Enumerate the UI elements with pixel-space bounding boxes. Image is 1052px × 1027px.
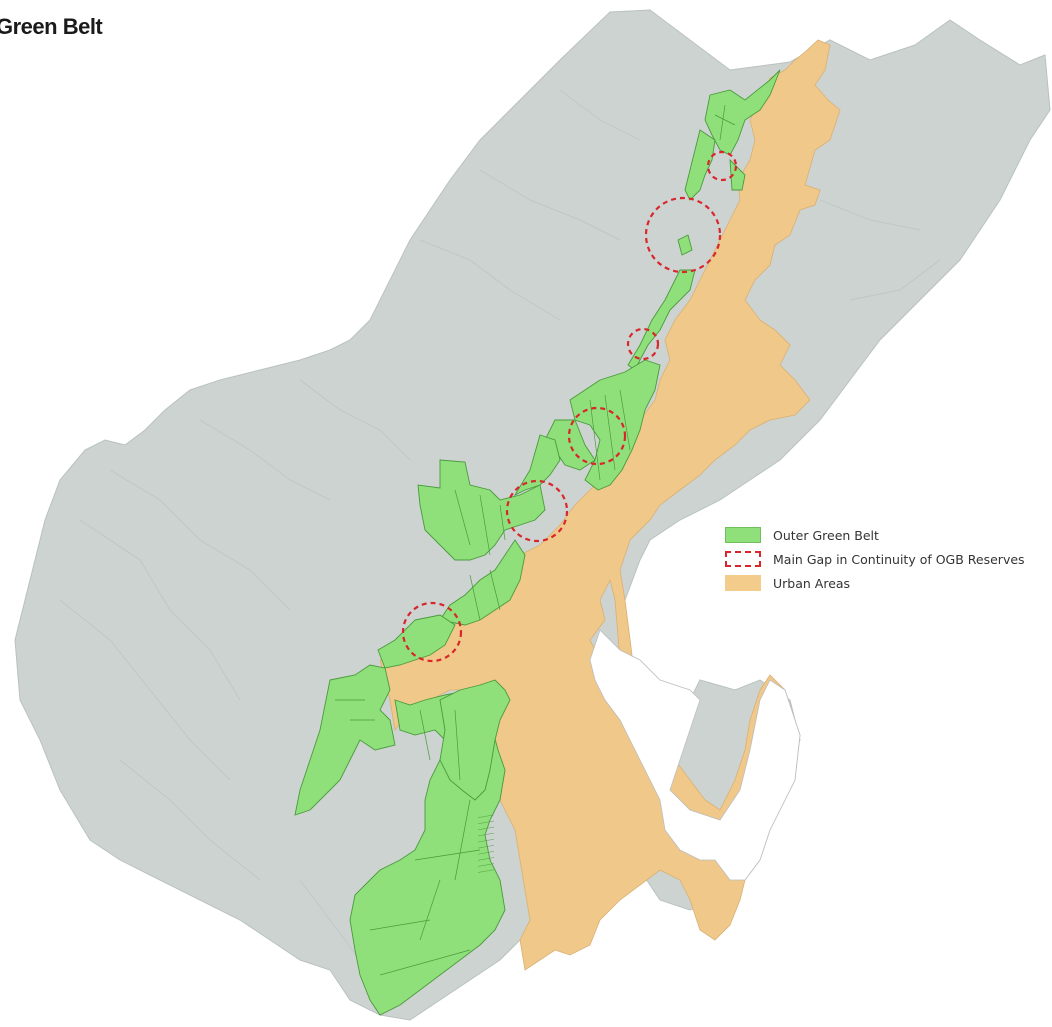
legend-item-main-gap: Main Gap in Continuity of OGB Reserves — [725, 547, 1025, 571]
map-legend: Outer Green Belt Main Gap in Continuity … — [725, 523, 1025, 595]
legend-label-main-gap: Main Gap in Continuity of OGB Reserves — [773, 551, 1025, 567]
legend-item-urban-areas: Urban Areas — [725, 571, 1025, 595]
gap-circle-4 — [567, 406, 627, 466]
legend-swatch-green — [725, 527, 761, 543]
terrain-texture — [59, 89, 941, 961]
legend-label-urban-areas: Urban Areas — [773, 575, 851, 591]
legend-swatch-urban — [725, 575, 761, 591]
gap-circle-5 — [505, 479, 569, 543]
continuity-gaps — [401, 150, 738, 663]
gap-circle-2 — [644, 196, 722, 274]
legend-swatch-gap — [725, 551, 761, 567]
legend-label-outer-green-belt: Outer Green Belt — [773, 527, 879, 543]
legend-item-outer-green-belt: Outer Green Belt — [725, 523, 1025, 547]
gap-circle-6 — [401, 601, 463, 663]
outer-green-belt — [294, 69, 781, 1016]
gap-circle-1 — [706, 150, 738, 182]
harbour-water — [589, 629, 801, 881]
gap-circle-3 — [626, 327, 660, 361]
green-belt-parcel-lines — [335, 104, 736, 976]
map-title: Green Belt — [0, 14, 103, 39]
green-belt-hatched-parcel — [478, 815, 494, 875]
